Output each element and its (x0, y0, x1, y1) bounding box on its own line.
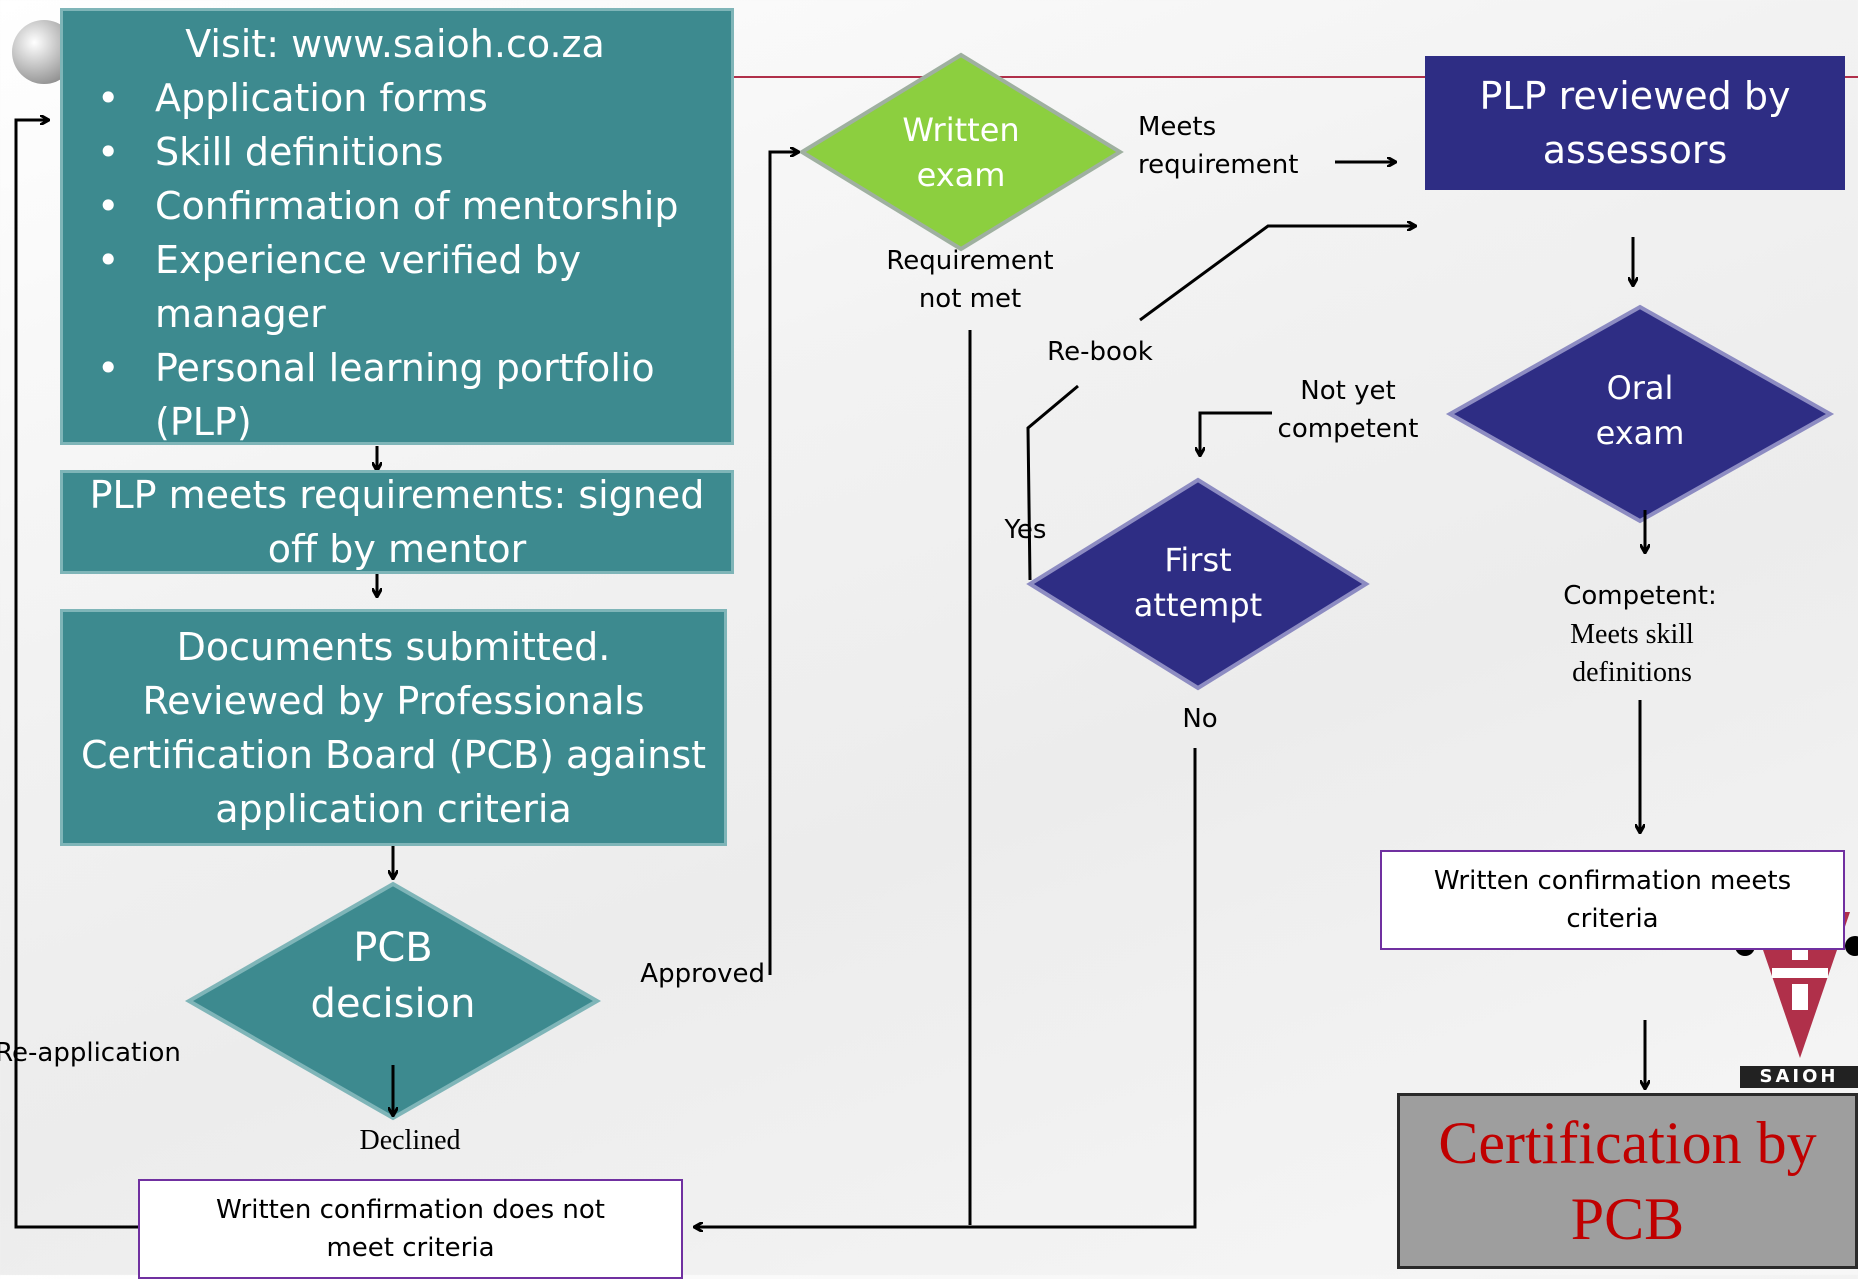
meets-criteria-box: Written confirmation meets criteria (1380, 850, 1845, 950)
written-exam-diamond (798, 52, 1124, 252)
first-attempt-diamond (1026, 477, 1370, 691)
approved-label: Approved (640, 959, 765, 989)
list-item: Application forms (97, 71, 715, 125)
yes-label: Yes (1004, 515, 1047, 545)
competent-label: Competent: (1563, 581, 1717, 611)
header-line (620, 76, 1858, 78)
certification-text: Certification by PCB (1438, 1110, 1817, 1252)
documents-box: Documents submitted. Reviewed by Profess… (60, 609, 727, 846)
does-not-meet-text: Written confirmation does not meet crite… (216, 1195, 605, 1263)
does-not-meet-box: Written confirmation does not meet crite… (138, 1179, 683, 1279)
documents-text: Documents submitted. Reviewed by Profess… (81, 624, 707, 831)
pcb-decision-diamond (184, 881, 602, 1121)
plp-reviewed-text: PLP reviewed by assessors (1479, 74, 1791, 172)
reapplication-label: Re-application (0, 1038, 181, 1068)
oral-exam-diamond (1445, 304, 1835, 524)
not-yet-competent-label: Not yet competent (1277, 376, 1419, 444)
meets-requirement-label: Meets requirement (1138, 112, 1299, 180)
plp-meets-box: PLP meets requirements: signed off by me… (60, 470, 734, 574)
list-item: Confirmation of mentorship (97, 179, 715, 233)
list-item: Personal learning portfolio (PLP) (97, 341, 715, 449)
pcb-decision-text: PCB decision (310, 925, 476, 1027)
visit-box: Visit: www.saioh.co.za Application forms… (60, 8, 734, 445)
meets-criteria-text: Written confirmation meets criteria (1433, 866, 1792, 934)
oral-exam-text: Oral exam (1595, 369, 1685, 452)
plp-reviewed-box: PLP reviewed by assessors (1425, 56, 1845, 190)
meets-skill-label: Meets skill definitions (1570, 619, 1694, 688)
first-attempt-text: First attempt (1133, 541, 1263, 624)
requirement-not-met-label: Requirement not met (886, 246, 1054, 314)
certification-box: Certification by PCB (1397, 1093, 1858, 1269)
saioh-logo-text: SAIOH (1740, 1066, 1858, 1088)
rebook-label: Re-book (1047, 337, 1153, 367)
declined-label: Declined (359, 1125, 461, 1156)
list-item: Experience verified by manager (97, 233, 715, 341)
no-label: No (1182, 704, 1218, 734)
list-item: Skill definitions (97, 125, 715, 179)
written-exam-text: Written exam (902, 111, 1020, 194)
visit-title: Visit: www.saioh.co.za (185, 22, 605, 66)
plp-meets-text: PLP meets requirements: signed off by me… (89, 473, 705, 571)
